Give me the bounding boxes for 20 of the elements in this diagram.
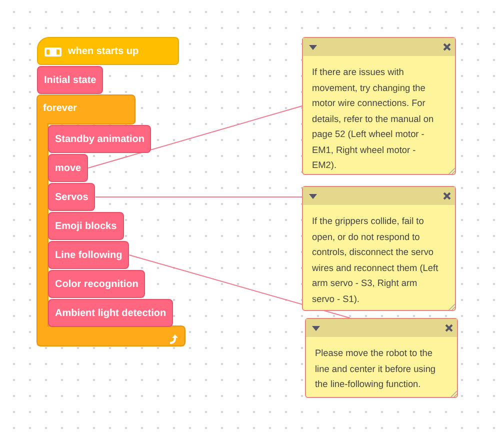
block-label: when starts up (68, 45, 139, 59)
comment-note (305, 318, 458, 398)
code-block: move (48, 154, 88, 182)
code-block: Servos (48, 183, 96, 211)
note-text: Please move the robot to the line and center it before using the line-following function. (315, 347, 437, 391)
comment-note (302, 37, 456, 175)
event-block (37, 37, 179, 65)
leader-line (128, 254, 350, 318)
block-label: forever (43, 102, 77, 116)
leader-line (88, 106, 302, 168)
code-block: Line following (48, 241, 130, 269)
code-block: Color recognition (48, 270, 146, 298)
note-text: If the grippers collide, fail to open, or do not respond to controls, disconnect the servo wires and reconnect them (Left arm servo - S3, Right arm servo - S1). (312, 215, 439, 306)
code-block: Initial state (37, 66, 104, 94)
leader-line (94, 196, 302, 198)
comment-note (302, 186, 456, 311)
code-block: Standby animation (48, 125, 152, 153)
code-block: Emoji blocks (48, 212, 124, 240)
code-block: Ambient light detection (48, 299, 174, 327)
note-text: If there are issues with movement, try changing the motor wire connections. For details, refer to the manual on page 52 (Left wheel motor - EM1, Right wheel motor - EM2). (312, 66, 435, 172)
